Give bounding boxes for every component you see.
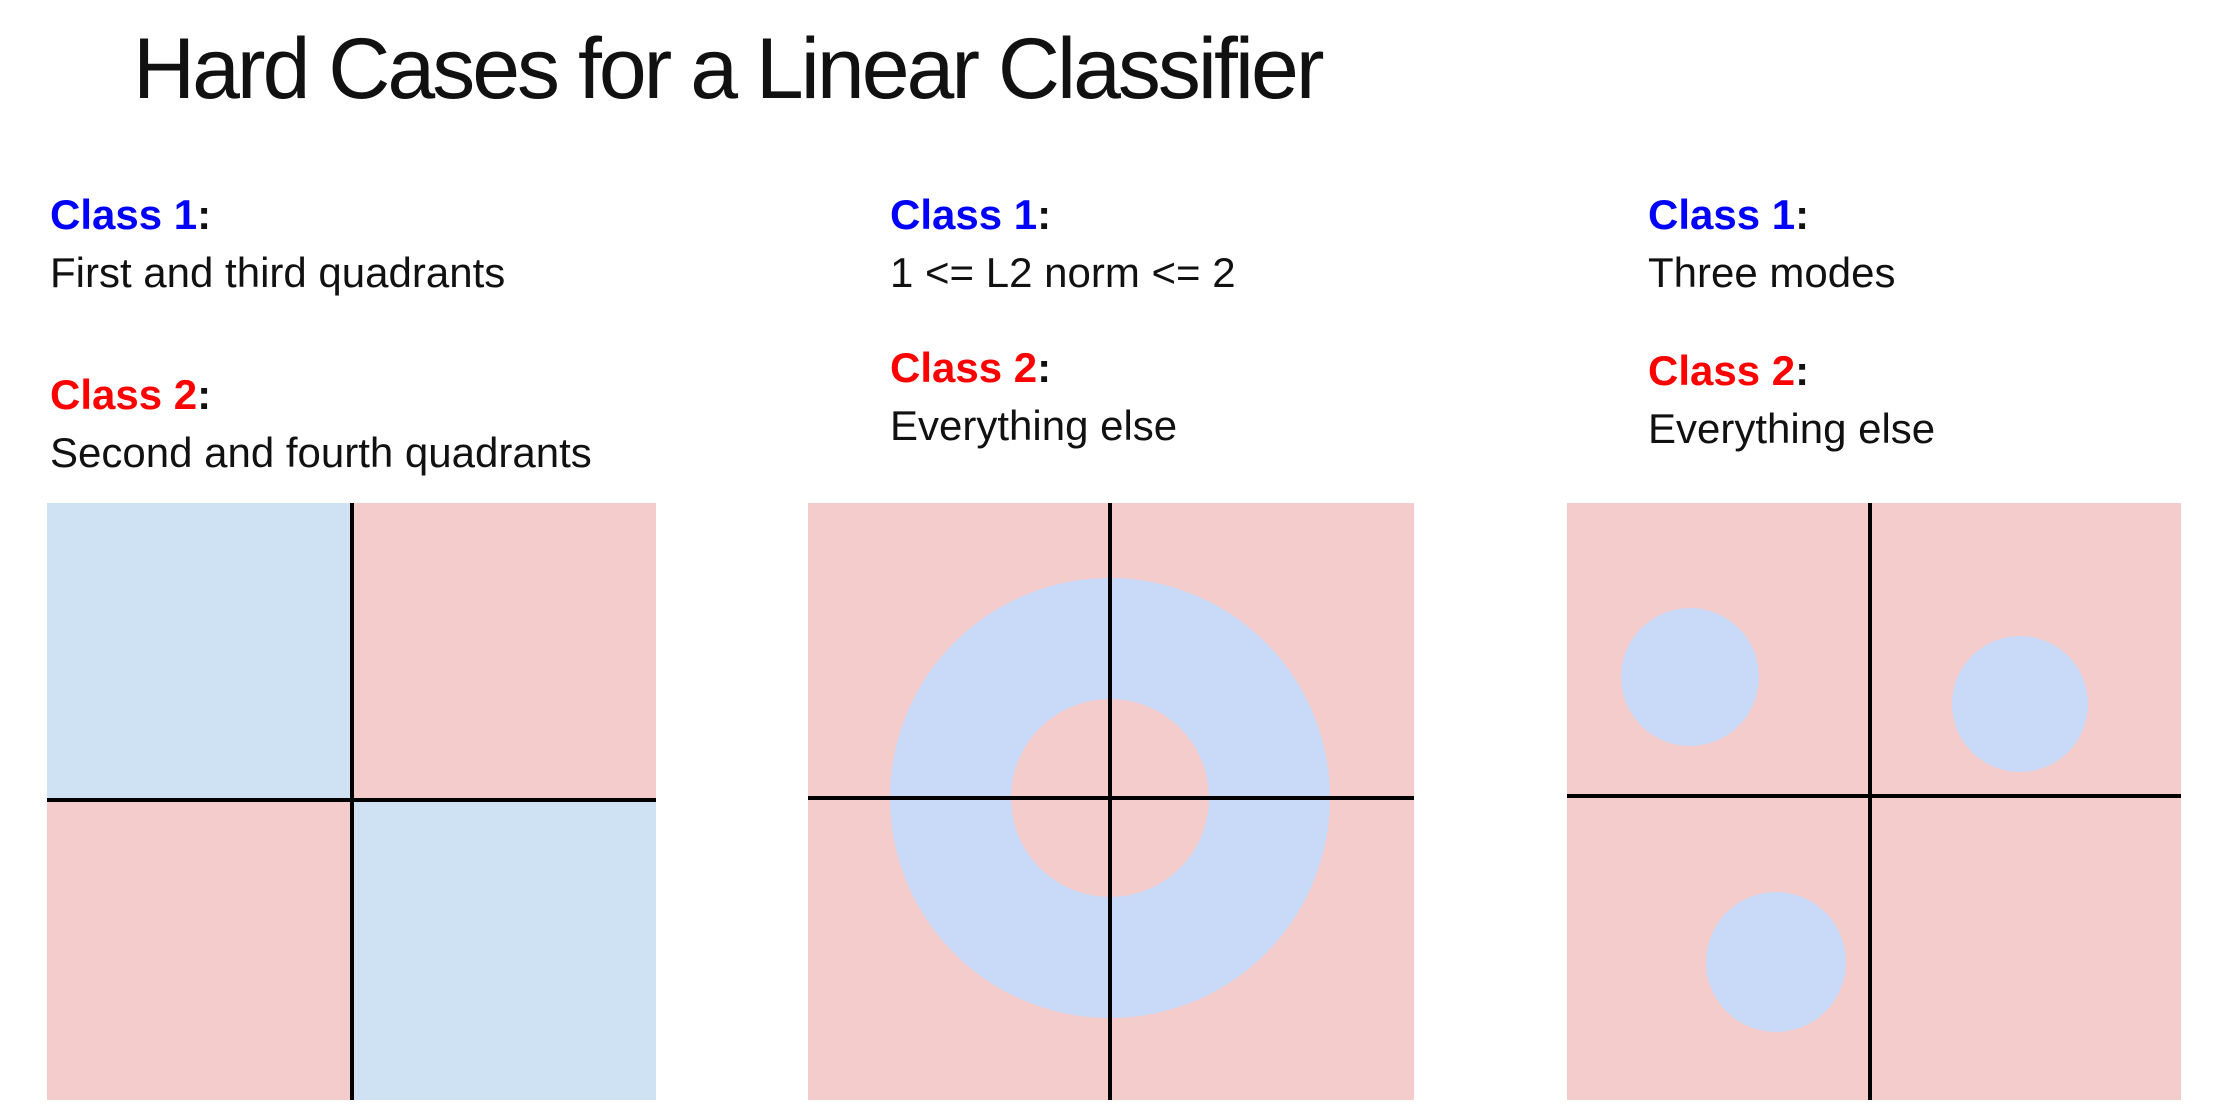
mode-circle-1 (1621, 608, 1759, 746)
y-axis-line (1868, 503, 1872, 1100)
panel-3-text: Class 1: Three modes Class 2: Everything… (1648, 186, 1935, 458)
class1-heading: Class 1: (890, 191, 1051, 238)
colon: : (1795, 191, 1810, 238)
quadrant-checkerboard-plot (47, 503, 656, 1100)
class2-desc: Second and fourth quadrants (50, 429, 592, 476)
panel-2-text: Class 1: 1 <= L2 norm <= 2 Class 2: Ever… (890, 186, 1236, 455)
y-axis-line (1108, 503, 1112, 1100)
colon: : (1037, 191, 1052, 238)
class1-desc: 1 <= L2 norm <= 2 (890, 249, 1236, 296)
colon: : (197, 371, 212, 418)
mode-circle-2 (1952, 636, 2088, 772)
class2-desc: Everything else (1648, 405, 1936, 452)
class2-heading: Class 2: (50, 371, 211, 418)
class2-heading: Class 2: (1648, 347, 1809, 394)
panel-1-class1-group: Class 1: First and third quadrants (50, 186, 592, 302)
panel-1-class2-group: Class 2: Second and fourth quadrants (50, 366, 592, 482)
three-modes-plot (1567, 503, 2181, 1100)
class1-desc: Three modes (1648, 249, 1896, 296)
quadrant-top-left-blue (47, 503, 352, 800)
class2-heading: Class 2: (890, 344, 1051, 391)
class1-heading: Class 1: (1648, 191, 1809, 238)
panel-1-text: Class 1: First and third quadrants Class… (50, 186, 592, 482)
class1-heading: Class 1: (50, 191, 211, 238)
x-axis-line (1567, 794, 2181, 798)
colon: : (1795, 347, 1810, 394)
class1-label: Class 1 (1648, 191, 1796, 238)
annulus-plot (808, 503, 1414, 1100)
class1-desc: First and third quadrants (50, 249, 506, 296)
class2-label: Class 2 (50, 371, 198, 418)
panel-3-class2-group: Class 2: Everything else (1648, 342, 1935, 458)
class1-label: Class 1 (890, 191, 1038, 238)
quadrant-bottom-right-blue (352, 800, 656, 1100)
x-axis-line (47, 798, 656, 802)
class1-label: Class 1 (50, 191, 198, 238)
panel-3-class1-group: Class 1: Three modes (1648, 186, 1935, 302)
x-axis-line (808, 796, 1414, 800)
mode-circle-3 (1706, 892, 1846, 1032)
class2-label: Class 2 (890, 344, 1038, 391)
colon: : (197, 191, 212, 238)
colon: : (1037, 344, 1052, 391)
class2-label: Class 2 (1648, 347, 1796, 394)
page-title: Hard Cases for a Linear Classifier (133, 21, 1325, 117)
class2-desc: Everything else (890, 402, 1178, 449)
panel-2-class1-group: Class 1: 1 <= L2 norm <= 2 (890, 186, 1236, 302)
panel-2-class2-group: Class 2: Everything else (890, 339, 1236, 455)
